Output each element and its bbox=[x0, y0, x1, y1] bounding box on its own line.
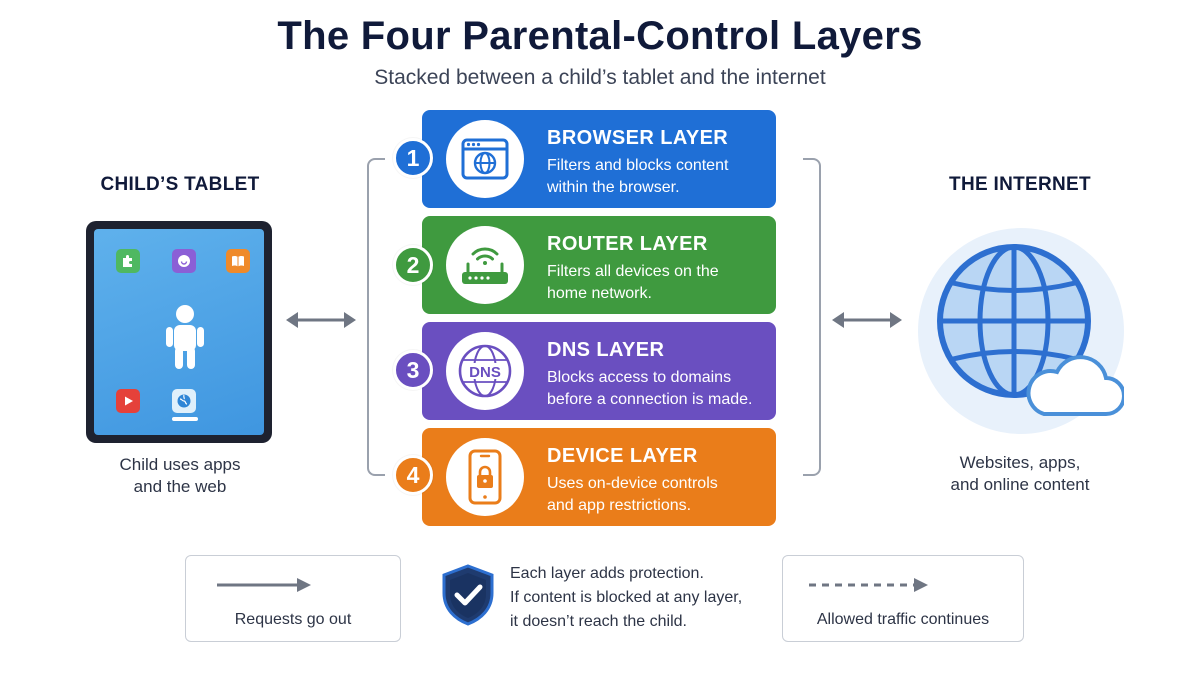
legend-requests-label: Requests go out bbox=[234, 611, 352, 628]
dns-layer-card: DNS DNS LAYER Blocks access to domains b… bbox=[422, 322, 776, 420]
tablet-label: CHILD’S TABLET bbox=[100, 174, 260, 195]
legend-allowed-label: Allowed traffic continues bbox=[816, 611, 990, 628]
left-double-arrow bbox=[286, 312, 356, 328]
book-app-icon bbox=[226, 249, 250, 273]
device-layer-card: DEVICE LAYER Uses on-device controls and… bbox=[422, 428, 776, 526]
layer-description: Filters and blocks content within the br… bbox=[547, 157, 729, 196]
internet-label: THE INTERNET bbox=[949, 174, 1091, 195]
phone-lock-icon bbox=[446, 438, 524, 516]
router-icon bbox=[446, 226, 524, 304]
layer-title: DNS LAYER bbox=[547, 339, 665, 361]
layer-number-badge: 2 bbox=[393, 245, 433, 285]
layer-number-badge: 3 bbox=[393, 350, 433, 390]
right-double-arrow bbox=[832, 312, 902, 328]
tablet-caption: Child uses apps and the web bbox=[119, 455, 241, 496]
layer-title: DEVICE LAYER bbox=[547, 445, 698, 467]
shield-check-icon bbox=[442, 564, 494, 626]
layer-description: Uses on-device controls and app restrict… bbox=[547, 475, 718, 514]
layer-description: Blocks access to domains before a connec… bbox=[547, 369, 753, 408]
protection-note: Each layer adds protection. If content i… bbox=[510, 565, 743, 630]
internet-globe-icon bbox=[918, 228, 1126, 434]
solid-arrow-icon bbox=[217, 578, 311, 592]
puzzle-app-icon bbox=[116, 249, 140, 273]
page-title: The Four Parental-Control Layers bbox=[277, 14, 923, 58]
layer-title: BROWSER LAYER bbox=[547, 127, 729, 149]
legend-requests-box: Requests go out bbox=[185, 555, 401, 642]
dns-globe-icon: DNS bbox=[446, 332, 524, 410]
browser-layer-card: BROWSER LAYER Filters and blocks content… bbox=[422, 110, 776, 208]
home-indicator bbox=[172, 417, 198, 421]
globe-app-icon bbox=[172, 389, 196, 413]
browser-globe-icon bbox=[446, 120, 524, 198]
video-app-icon bbox=[116, 389, 140, 413]
tablet-screen bbox=[94, 229, 264, 435]
layer-title: ROUTER LAYER bbox=[547, 233, 708, 255]
layer-number-badge: 4 bbox=[393, 455, 433, 495]
right-bracket bbox=[803, 158, 821, 476]
dashed-arrow-icon bbox=[809, 578, 928, 592]
child-figure-icon bbox=[164, 303, 206, 376]
layer-number-badge: 1 bbox=[393, 138, 433, 178]
page-subtitle: Stacked between a child’s tablet and the… bbox=[374, 66, 826, 89]
tablet-device bbox=[86, 221, 272, 443]
dns-icon-text: DNS bbox=[469, 364, 501, 381]
router-layer-card: ROUTER LAYER Filters all devices on the … bbox=[422, 216, 776, 314]
layer-description: Filters all devices on the home network. bbox=[547, 263, 719, 302]
cloud-icon bbox=[1026, 355, 1126, 416]
internet-caption: Websites, apps, and online content bbox=[950, 453, 1090, 494]
legend-allowed-box: Allowed traffic continues bbox=[782, 555, 1024, 642]
face-app-icon bbox=[172, 249, 196, 273]
left-bracket bbox=[367, 158, 385, 476]
